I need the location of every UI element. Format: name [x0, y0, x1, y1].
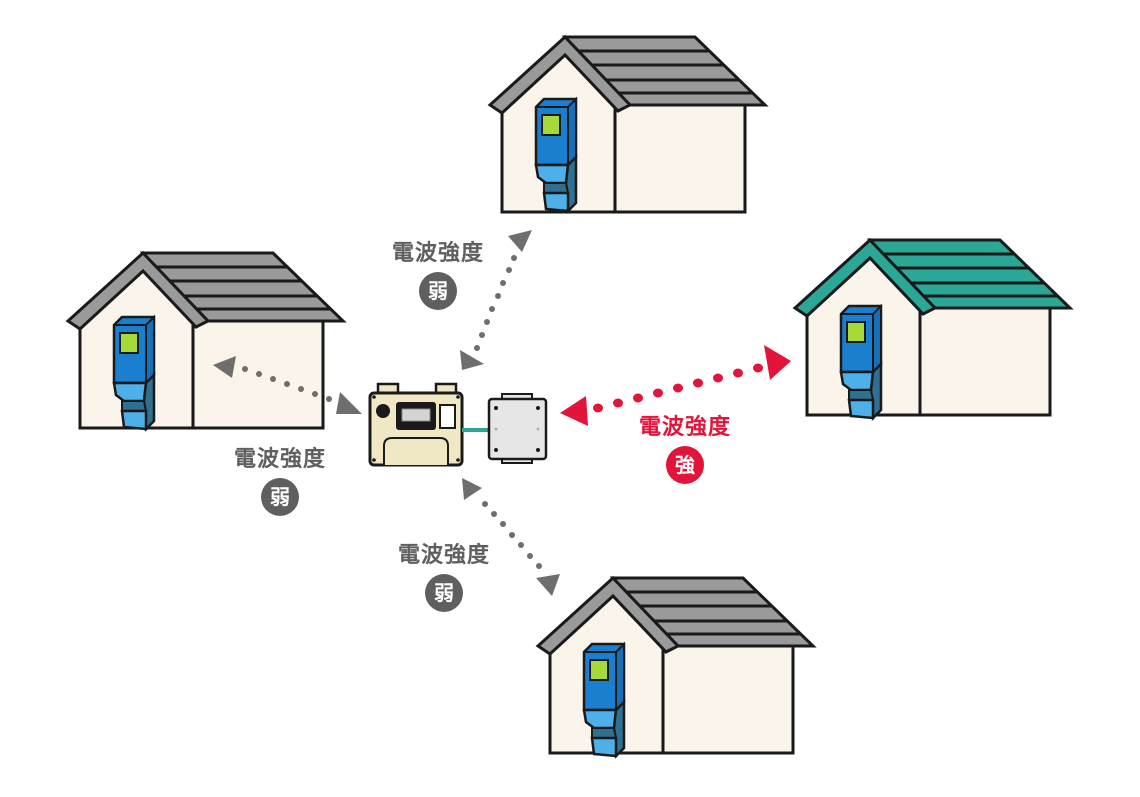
- signal-arrow-left: [213, 356, 362, 414]
- house-left: [65, 250, 347, 431]
- signal-strength-text: 電波強度: [397, 543, 490, 568]
- signal-strength-text: 電波強度: [391, 241, 484, 266]
- house-right: [792, 237, 1074, 420]
- weak-badge: 弱: [425, 574, 463, 612]
- signal-strength-text: 電波強度: [638, 415, 731, 440]
- signal-label-right: 電波強度 強: [615, 414, 755, 484]
- weak-badge: 弱: [419, 272, 457, 310]
- weak-badge: 弱: [261, 478, 299, 516]
- signal-arrow-right: [560, 345, 791, 426]
- signal-arrow-bottom: [462, 478, 560, 596]
- signal-arrow-top: [460, 230, 532, 370]
- signal-label-left: 電波強度 弱: [210, 446, 350, 516]
- signal-strength-text: 電波強度: [233, 447, 326, 472]
- strong-badge: 強: [666, 446, 704, 484]
- signal-label-top: 電波強度 弱: [368, 240, 508, 310]
- house-bottom: [535, 575, 817, 758]
- signal-label-bottom: 電波強度 弱: [374, 542, 514, 612]
- relay-unit-icon: [487, 393, 548, 464]
- gas-meter-icon: [368, 382, 464, 467]
- house-top: [487, 34, 769, 214]
